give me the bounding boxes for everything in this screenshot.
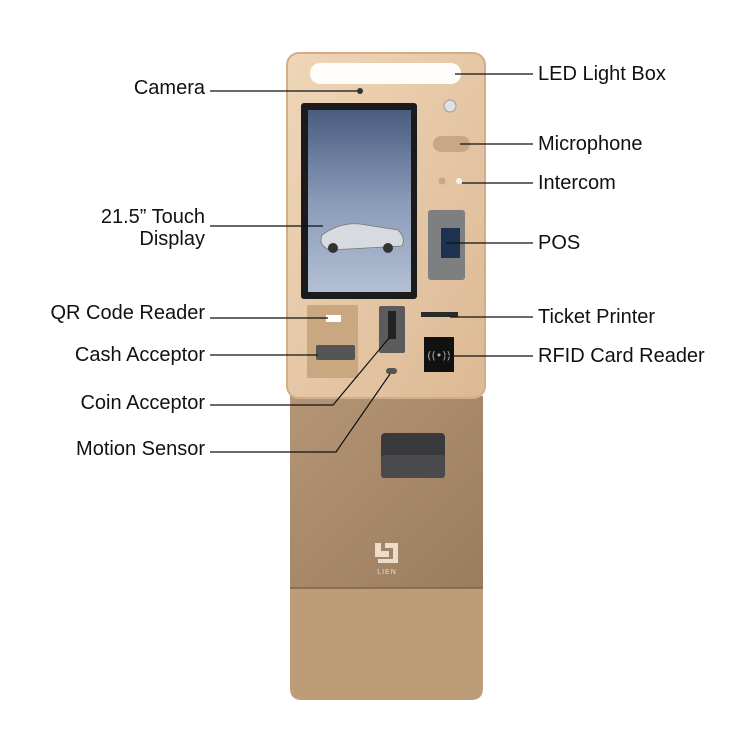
ticket-printer-slot[interactable] bbox=[421, 312, 458, 317]
label-intercom: Intercom bbox=[538, 172, 616, 194]
microphone-grille bbox=[433, 136, 470, 152]
label-camera: Camera bbox=[133, 77, 205, 99]
label-pos: POS bbox=[538, 232, 581, 254]
svg-text:LIEN: LIEN bbox=[377, 569, 397, 576]
kiosk-base bbox=[290, 588, 483, 700]
label-motion-sensor: Motion Sensor bbox=[76, 438, 205, 460]
label-microphone: Microphone bbox=[538, 133, 643, 155]
led-light-box bbox=[310, 63, 461, 84]
cash-slot[interactable] bbox=[316, 345, 355, 360]
call-button[interactable] bbox=[443, 99, 457, 113]
lien-logo: LIEN bbox=[375, 543, 398, 576]
qr-reader-window[interactable] bbox=[326, 315, 341, 322]
intercom-mic bbox=[438, 177, 446, 185]
label-ticket-printer: Ticket Printer bbox=[538, 306, 656, 328]
motion-sensor bbox=[386, 368, 397, 374]
label-cash-acceptor: Cash Acceptor bbox=[74, 344, 205, 366]
label-led-light-box: LED Light Box bbox=[538, 63, 666, 85]
rfid-card-reader[interactable] bbox=[424, 337, 454, 372]
intercom-light bbox=[456, 178, 462, 184]
label-qr-reader: QR Code Reader bbox=[50, 302, 205, 324]
label-rfid-reader: RFID Card Reader bbox=[538, 345, 705, 367]
leader-lines bbox=[210, 73, 533, 453]
label-display-line1: 21.5” Touch bbox=[100, 206, 205, 228]
touch-display-screen[interactable] bbox=[308, 110, 411, 292]
rfid-icon: ((•)) bbox=[427, 349, 451, 362]
label-coin-acceptor: Coin Acceptor bbox=[80, 392, 205, 414]
camera-lens bbox=[357, 88, 363, 94]
label-display-line2: Display bbox=[139, 228, 205, 250]
